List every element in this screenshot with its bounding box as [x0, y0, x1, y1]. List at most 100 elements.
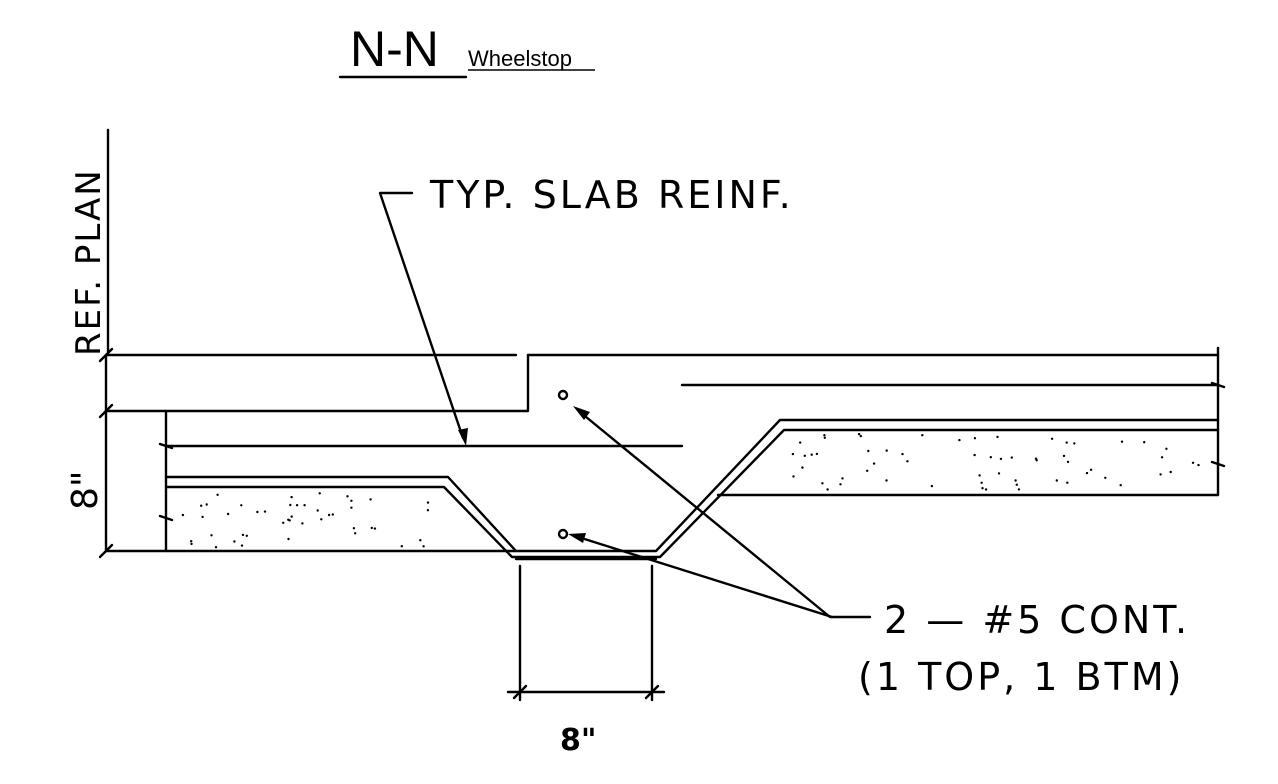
stipple-dot [201, 515, 204, 519]
stipple-dot [866, 469, 869, 472]
stipple-dot [350, 499, 353, 502]
rebar-leader-bottom [573, 534, 834, 619]
stipple-dot [801, 466, 804, 469]
stipple-dot [331, 513, 334, 516]
stipple-dot [930, 484, 934, 488]
stipple-dot [373, 527, 377, 530]
stipple-dot [1050, 437, 1054, 440]
stipple-dot [792, 475, 795, 478]
stipple-dot [857, 432, 861, 436]
stipple-dot [1197, 463, 1200, 467]
stipple-dot [290, 495, 293, 499]
rebar-arrowhead-top [573, 406, 590, 420]
rebar-arrowhead-bottom [568, 533, 586, 543]
bottom-rebar [557, 528, 569, 540]
ref-plan-label: REF. PLAN [69, 168, 109, 356]
vertical-dim-tick-mid [98, 403, 114, 419]
stipple-dot [426, 509, 430, 512]
stipple-dot [973, 437, 977, 440]
stipple-dot [327, 513, 331, 517]
stipple-dot [901, 452, 904, 456]
slab-reinf-note: TYP. SLAB REINF. [429, 173, 794, 217]
stipple-dot [996, 435, 999, 439]
break-mark-left-2 [158, 514, 174, 522]
stipple-dot [791, 452, 795, 456]
stipple-dot [287, 537, 290, 541]
depressed-slab-outer [164, 418, 1220, 553]
stipple-dot [1089, 468, 1093, 471]
stipple-dot [181, 513, 185, 517]
stipple-dot [997, 472, 1001, 475]
stipple-dot [921, 434, 924, 437]
concrete-stipple [181, 432, 1200, 549]
stipple-dot [1165, 447, 1168, 450]
horizontal-dimension-label: 8" [560, 723, 597, 758]
stipple-dot [422, 545, 425, 548]
stipple-dot [826, 488, 829, 491]
break-mark-right-1 [1210, 381, 1226, 389]
stipple-dot [1191, 461, 1195, 464]
stipple-dot [226, 512, 230, 516]
stipple-dot [1014, 479, 1017, 482]
stipple-dot [303, 504, 306, 507]
stipple-dot [419, 539, 422, 542]
stipple-dot [885, 449, 888, 452]
stipple-dot [839, 483, 842, 486]
stipple-dot [978, 474, 981, 477]
stipple-dot [352, 527, 356, 530]
depressed-slab-inner [164, 428, 1220, 559]
stipple-dot [815, 452, 819, 456]
stipple-dot [400, 545, 403, 548]
rebar-note-line2: (1 TOP, 1 BTM) [858, 655, 1184, 699]
stipple-dot [200, 504, 203, 507]
stipple-dot [973, 453, 976, 457]
stipple-dot [984, 488, 988, 491]
stipple-dot [1104, 476, 1107, 479]
stipple-dot [214, 546, 218, 549]
stipple-dot [295, 504, 299, 507]
stipple-dot [287, 518, 290, 521]
break-mark-right-2 [1210, 460, 1226, 468]
stipple-dot [210, 534, 213, 537]
stipple-dot [241, 533, 245, 537]
stipple-dot [369, 498, 372, 501]
rebar-leader-top [578, 410, 872, 619]
stipple-dot [1017, 488, 1021, 491]
slab-reinf-leader [378, 191, 465, 440]
step-up-line [104, 353, 530, 413]
top-rebar [557, 389, 569, 401]
slab-reinf-arrowhead [458, 428, 468, 446]
stipple-dot [256, 510, 259, 514]
stipple-dot [1159, 473, 1162, 476]
stipple-dot [821, 482, 824, 485]
hdim-tick-right [644, 684, 660, 700]
stipple-dot [263, 510, 267, 513]
stipple-dot [346, 495, 349, 498]
stipple-dot [282, 521, 285, 524]
stipple-dot [1065, 441, 1068, 444]
stipple-dot [999, 457, 1003, 461]
stipple-dot [320, 518, 323, 521]
stipple-dot [1085, 471, 1089, 475]
stipple-dot [216, 493, 219, 496]
stipple-dot [1066, 481, 1069, 484]
stipple-dot [1055, 479, 1059, 482]
vertical-dim-tick-top [98, 347, 114, 363]
stipple-dot [190, 542, 193, 546]
stipple-dot [799, 441, 802, 444]
stipple-dot [872, 462, 876, 465]
section-name: Wheelstop [468, 46, 572, 71]
stipple-dot [1035, 459, 1038, 462]
vertical-dimension-label: 8" [65, 471, 106, 510]
stipple-dot [1066, 460, 1070, 464]
stipple-dot [426, 501, 430, 504]
stipple-dot [1169, 470, 1172, 474]
stipple-dot [289, 503, 292, 507]
stipple-dot [906, 460, 909, 463]
stipple-dot [823, 436, 826, 439]
section-title: N-N [350, 21, 439, 77]
stipple-dot [1160, 456, 1164, 459]
stipple-dot [980, 481, 983, 484]
hdim-tick-left [512, 684, 528, 700]
